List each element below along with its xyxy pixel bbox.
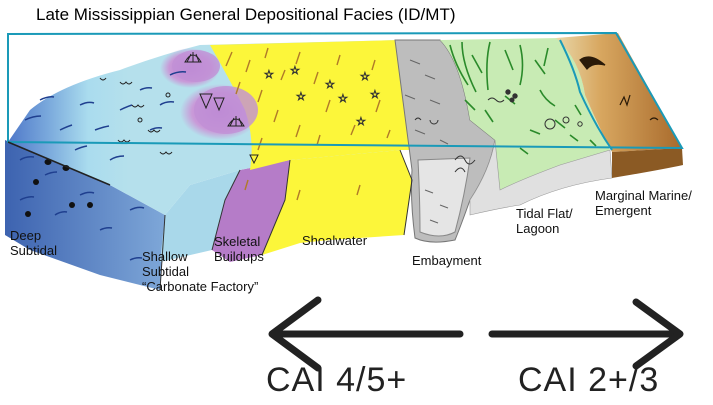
emergent-symbols: [579, 56, 659, 121]
marginal-marine-front-face: [612, 148, 683, 178]
shoal-star-symbols: ☆☆☆ ☆☆☆ ☆☆: [264, 64, 381, 129]
label-tidal-flat: Tidal Flat/ Lagoon: [516, 206, 573, 236]
tidal-vegetation: [449, 41, 597, 155]
shoalwater-front-face: [262, 150, 412, 255]
buildup-overlay: [194, 86, 258, 134]
shoal-grain-dashes: [225, 47, 391, 201]
block-frame: [7, 31, 684, 150]
svg-text:☆: ☆: [360, 70, 370, 83]
svg-text:☆: ☆: [325, 78, 335, 91]
shallow-fossil-symbols: [99, 77, 173, 155]
buildup-front-face: [212, 160, 290, 262]
embayment-dashes: [404, 59, 449, 224]
shoalwater-top-surface: [210, 40, 410, 170]
buildup-icons: [184, 52, 259, 165]
label-skeletal-buildups: Skeletal Buildups: [214, 234, 264, 264]
svg-text:☆: ☆: [356, 115, 366, 128]
label-shallow-subtidal: Shallow Subtidal “Carbonate Factory”: [142, 249, 259, 294]
svg-text:☆: ☆: [338, 92, 348, 105]
cai-left-label: CAI 4/5+: [266, 361, 408, 399]
label-shoalwater: Shoalwater: [302, 233, 368, 248]
cai-arrow-right: [488, 298, 684, 370]
label-embayment: Embayment: [412, 253, 482, 268]
deep-nodules: [25, 159, 93, 217]
cai-arrow-left: [268, 296, 464, 372]
shallow-subtidal-front-face: [160, 170, 240, 262]
label-marginal-marine: Marginal Marine/ Emergent: [595, 188, 692, 218]
tidal-flat-surface: [440, 38, 610, 190]
deep-water-dashes: [19, 71, 187, 261]
svg-text:☆: ☆: [296, 90, 306, 103]
buildup-overlay-2: [172, 50, 220, 82]
svg-text:☆: ☆: [290, 64, 300, 77]
tidal-flat-front-face: [469, 139, 613, 216]
tidal-fossil-symbols: [414, 89, 583, 173]
deep-subtidal-front-face: [5, 140, 165, 290]
label-deep-subtidal: Deep Subtidal: [10, 228, 57, 258]
svg-text:☆: ☆: [264, 68, 274, 81]
diagram-title: Late Mississippian General Depositional …: [36, 5, 456, 24]
cliff-outlines: [159, 149, 413, 291]
embayment-channel: [417, 157, 471, 237]
svg-text:☆: ☆: [370, 88, 380, 101]
front-edge-line: [7, 141, 111, 186]
shoreline: [559, 39, 613, 151]
cai-right-label: CAI 2+/3: [518, 361, 660, 399]
